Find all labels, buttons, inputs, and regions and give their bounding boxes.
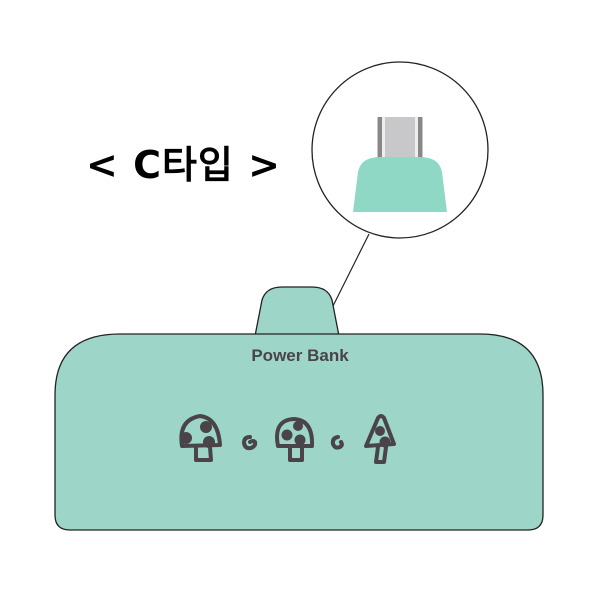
swirl-icon <box>242 435 258 451</box>
callout-line <box>332 233 370 307</box>
product-label: Power Bank <box>251 346 349 365</box>
usb-c-plug <box>377 117 423 159</box>
usb-c-tab <box>254 286 340 337</box>
power-bank-body <box>54 333 544 531</box>
usb-c-connector-body <box>353 157 447 212</box>
swirl-icon <box>330 435 344 450</box>
mushroom-icon <box>179 414 222 462</box>
mushroom-decoration <box>179 414 396 464</box>
mushroom-icon <box>275 417 315 462</box>
mushroom-icon <box>364 414 396 464</box>
page-title: < C타입 > <box>86 143 281 187</box>
